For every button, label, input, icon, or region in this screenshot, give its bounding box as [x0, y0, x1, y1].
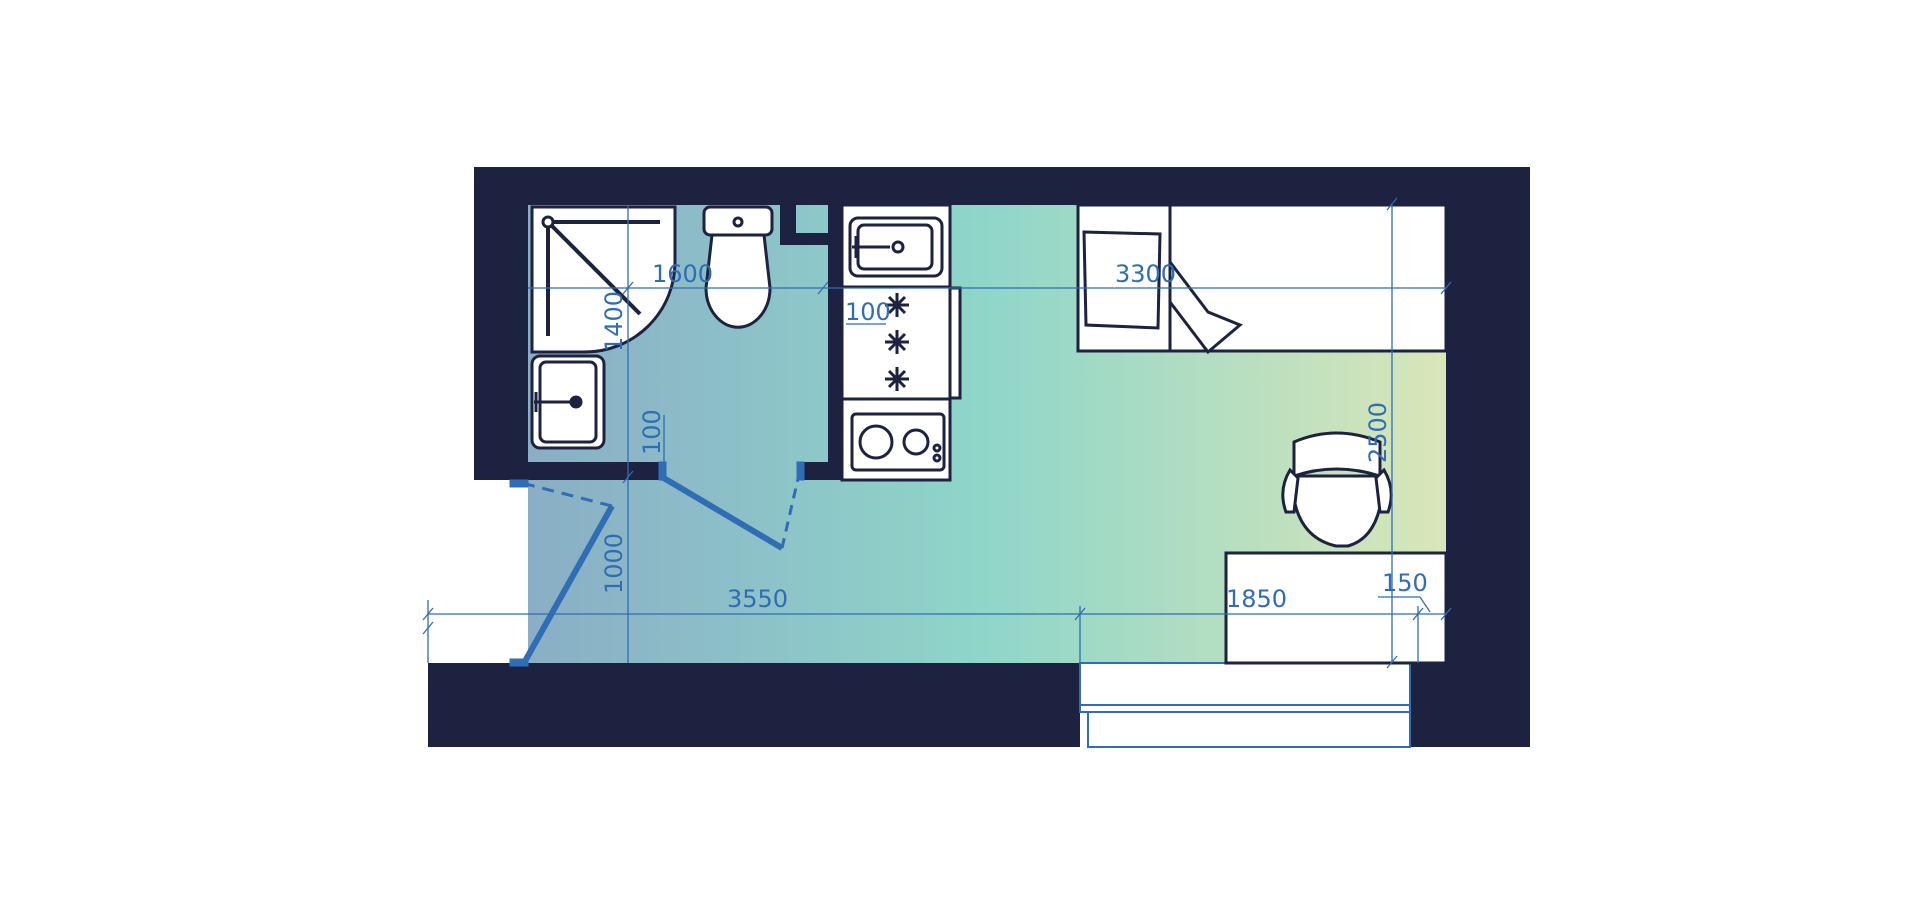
- wall-top: [474, 167, 1530, 205]
- wall-bottom-left: [428, 663, 1080, 747]
- dimension-lines: [422, 197, 1452, 669]
- wall-left: [474, 167, 528, 480]
- dim-bathroom-width: 1600: [652, 260, 713, 288]
- wall-partition-vertical: [828, 205, 842, 480]
- dim-door-width: 1000: [600, 533, 628, 594]
- wall-right: [1446, 167, 1530, 747]
- walls: [428, 167, 1530, 747]
- desk-icon: [1224, 551, 1448, 665]
- toilet-icon: [702, 205, 774, 329]
- dim-total-width: 3550: [727, 585, 788, 613]
- wall-partition-bottom-right: [800, 462, 842, 480]
- dimension-labels: 1600 1400 3300 100 100 1000 3550 1850 15…: [600, 260, 1428, 613]
- door-icon: [509, 461, 805, 667]
- wall-partition-bottom: [528, 462, 660, 480]
- dim-window-offset: 150: [1382, 569, 1428, 597]
- dim-room-width: 2500: [1364, 402, 1392, 463]
- window-icon: [1079, 662, 1411, 748]
- dim-kitchen-gap: 100: [845, 298, 891, 326]
- pillow-icon: [1082, 230, 1162, 330]
- wall-bottom-right: [1410, 663, 1446, 747]
- stove-icon: [840, 285, 962, 401]
- kitchen-sink-icon: [840, 203, 952, 289]
- cooktop-icon: [840, 397, 952, 482]
- wall-shaft-bottom: [780, 233, 828, 245]
- dim-partition-gap: 100: [638, 409, 666, 455]
- chair-icon: [1281, 431, 1393, 548]
- dim-bathroom-depth: 1400: [600, 291, 628, 352]
- sink-icon: [530, 354, 606, 450]
- dim-room-length: 3300: [1115, 260, 1176, 288]
- shower-icon: [530, 205, 677, 354]
- dim-right-width: 1850: [1226, 585, 1287, 613]
